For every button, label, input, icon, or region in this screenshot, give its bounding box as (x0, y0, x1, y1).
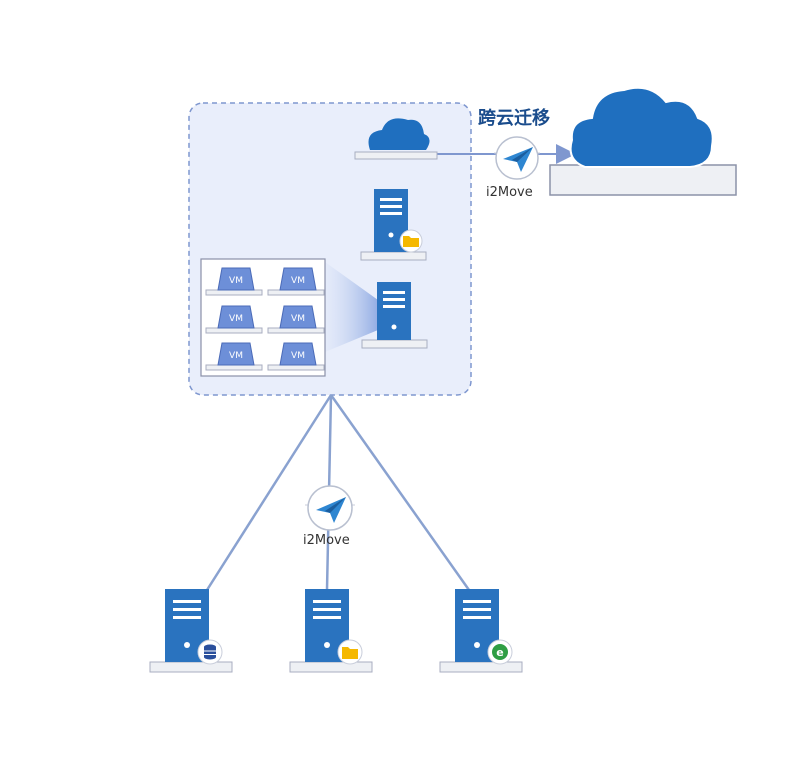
paper-plane-icon (316, 497, 346, 523)
cross-cloud-migration-label: 跨云迁移 (478, 108, 550, 129)
i2move-badge-middle (305, 485, 355, 531)
virtualization-beam (325, 262, 378, 352)
vm-label: VM (229, 351, 243, 361)
database-icon (204, 644, 216, 660)
host-server-region (361, 282, 428, 349)
vm-label: VM (291, 314, 305, 324)
vm-panel: VM VM VM VM VM VM (200, 258, 326, 377)
folder-icon (342, 647, 358, 659)
vm-instance: VM (205, 342, 263, 371)
i2move-label-top: i2Move (486, 185, 533, 200)
vm-label: VM (229, 314, 243, 324)
i2move-badge-top (494, 136, 540, 180)
web-icon: e (492, 644, 508, 660)
private-cloud (354, 118, 438, 160)
file-server (289, 589, 373, 673)
paper-plane-icon (503, 147, 533, 172)
vm-label: VM (291, 351, 305, 361)
file-server-region (360, 189, 427, 261)
web-server: e (439, 589, 523, 673)
i2move-label-middle: i2Move (303, 533, 350, 548)
vm-instance: VM (267, 342, 325, 371)
vm-label: VM (291, 276, 305, 286)
vm-instance: VM (267, 267, 325, 296)
database-server (149, 589, 233, 673)
folder-icon (403, 236, 419, 247)
vm-instance: VM (205, 267, 263, 296)
vm-instance: VM (267, 305, 325, 334)
target-cloud (549, 86, 737, 196)
svg-text:e: e (496, 646, 503, 659)
vm-instance: VM (205, 305, 263, 334)
vm-label: VM (229, 276, 243, 286)
